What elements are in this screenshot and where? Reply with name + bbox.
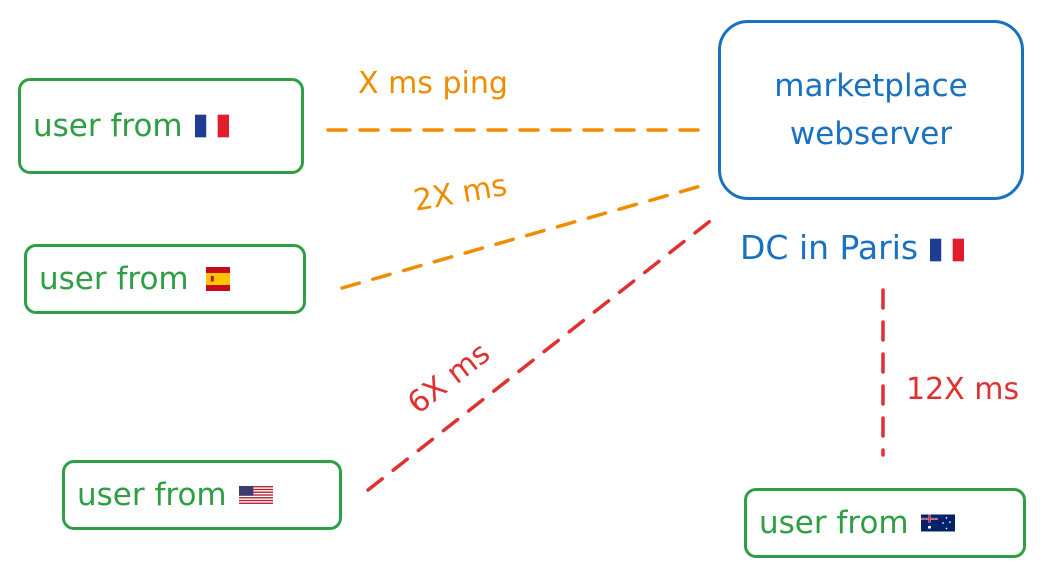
user-label: user from (39, 261, 189, 297)
connector-spain (340, 182, 710, 290)
spain-flag-icon (201, 267, 235, 291)
server-label-line2: webserver (789, 116, 953, 152)
user-box-australia: user from (744, 488, 1026, 558)
user-box-usa: user from (62, 460, 342, 530)
server-box: marketplace webserver (718, 20, 1024, 200)
latency-label-france: X ms ping (358, 66, 508, 101)
user-box-france: user from (18, 78, 304, 174)
user-label: user from (759, 505, 909, 541)
user-label: user from (77, 477, 227, 513)
australia-flag-icon (920, 511, 955, 535)
latency-label-australia: 12X ms (906, 372, 1020, 407)
user-label: user from (33, 108, 183, 144)
server-location-label: DC in Paris (740, 228, 965, 267)
france-flag-icon (930, 238, 965, 262)
connector-usa (366, 216, 716, 492)
server-label-line1: marketplace (774, 68, 968, 104)
user-box-spain: user from (24, 244, 306, 314)
france-flag-icon (194, 114, 229, 138)
usa-flag-icon (238, 483, 273, 507)
